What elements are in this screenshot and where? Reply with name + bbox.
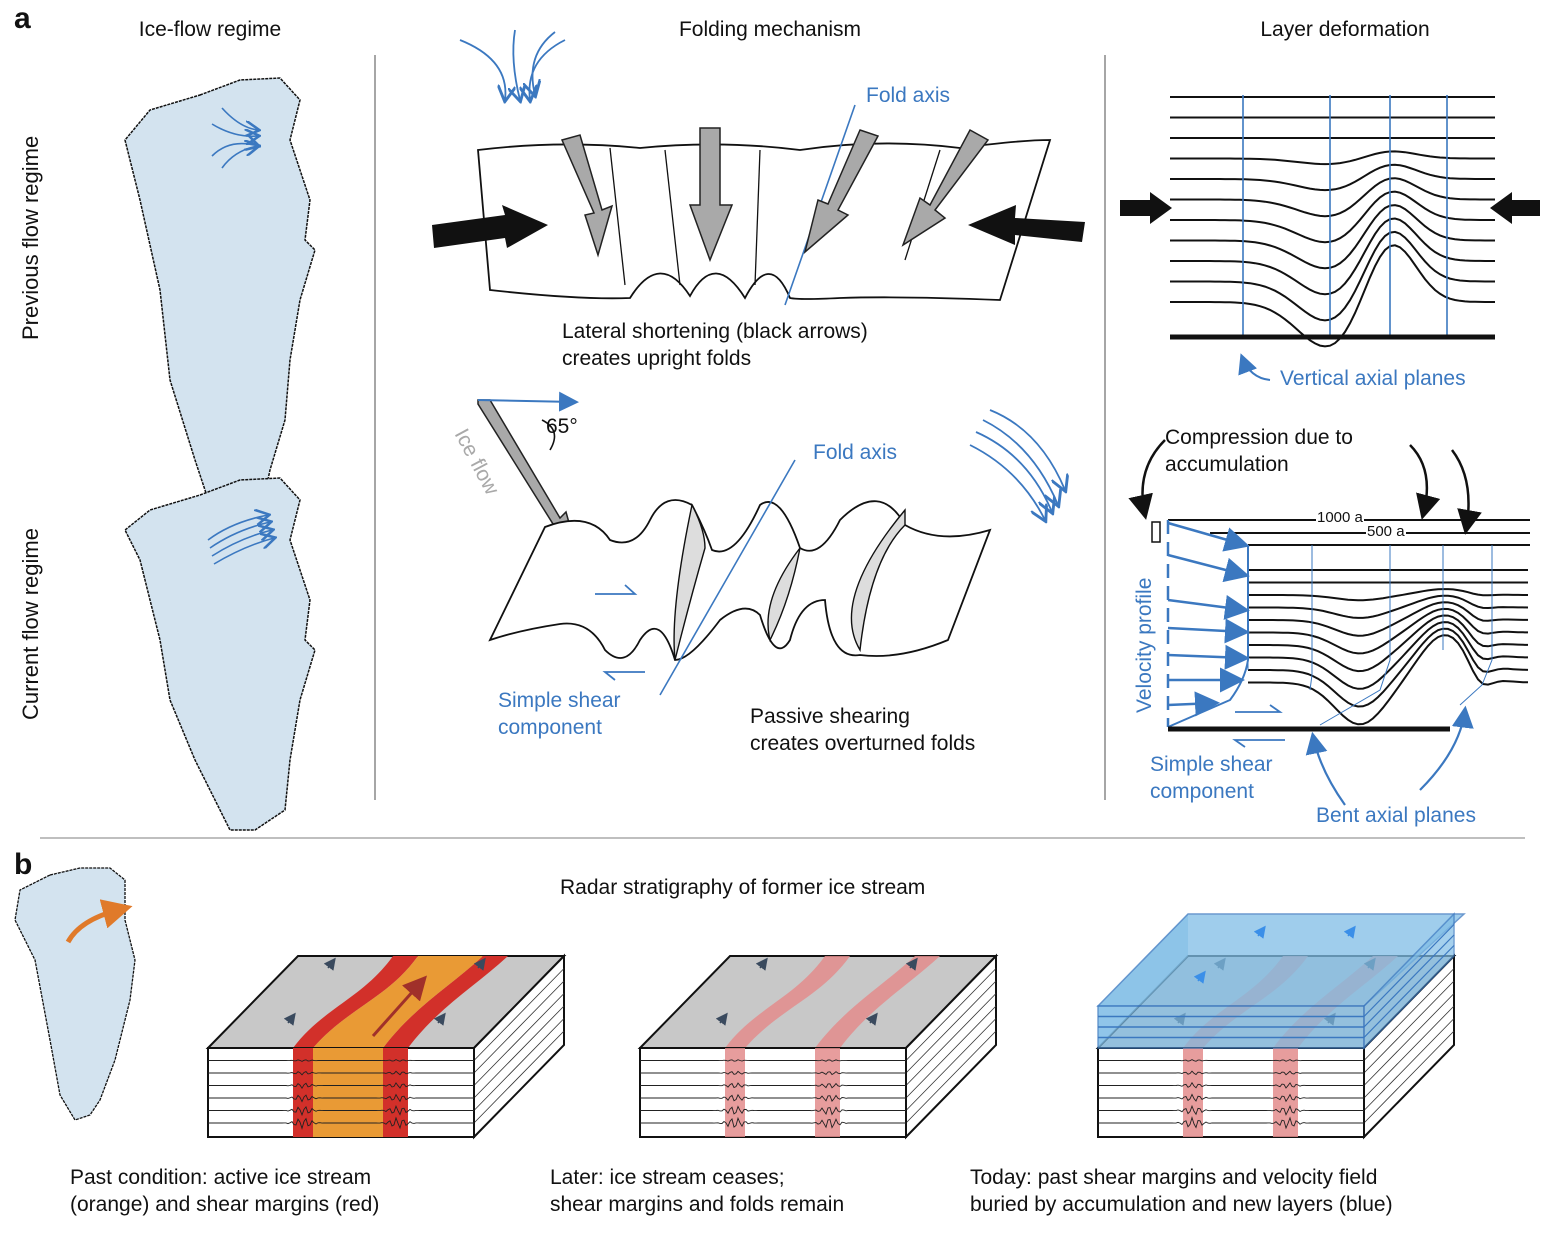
layer-line [1248, 614, 1529, 673]
layer-line [1170, 150, 1495, 166]
ice-stream-arrow-icon [65, 899, 133, 944]
greenland-map-b [14, 867, 136, 1121]
block-past [205, 953, 567, 1140]
age-1000-label: 1000 a [1316, 509, 1364, 526]
caption-later: Later: ice stream ceases; shear margins … [550, 1166, 845, 1216]
flow-arrows-converging-icon [211, 107, 258, 169]
layer-line [1170, 177, 1495, 218]
age-500-label: 500 a [1366, 523, 1406, 540]
block-today [1095, 912, 1466, 1140]
curved-flow-arrows-icon [969, 409, 1065, 520]
column-title-layer-deformation: Layer deformation [1260, 18, 1430, 41]
greenland-map-previous [124, 77, 316, 562]
overturned-fold-caption: Passive shearing creates overturned fold… [750, 705, 976, 755]
caption-past: Past condition: active ice stream (orang… [70, 1166, 380, 1216]
flow-arrows-parallel-icon [207, 515, 274, 565]
row-label-previous: Previous flow regime [18, 135, 43, 340]
greenland-map-current [124, 477, 316, 831]
converging-flow-icon [459, 29, 566, 100]
angle-label: 65° [546, 415, 578, 438]
caption-today: Today: past shear margins and velocity f… [970, 1166, 1393, 1216]
layer-line [1248, 594, 1529, 619]
velocity-profile-arrows-icon [1167, 521, 1250, 728]
panel-label-a: a [14, 2, 31, 35]
layer-line [1248, 601, 1528, 637]
velocity-profile-label: Velocity profile [1133, 577, 1156, 713]
layer-line [1170, 230, 1495, 322]
shear-arrows-icon [595, 584, 645, 681]
layer-line [1248, 588, 1528, 602]
compression-label: Compression due to accumulation [1165, 426, 1353, 476]
column-title-ice-flow-regime: Ice-flow regime [138, 18, 282, 41]
row-label-current: Current flow regime [18, 528, 43, 720]
fold-axis-line-lower [659, 459, 796, 696]
simple-shear-label-folding: Simple shear component [498, 689, 621, 739]
black-compression-arrows-icon [432, 205, 1085, 248]
overturned-fold-block [477, 391, 1065, 696]
layer-line [1170, 244, 1495, 348]
bent-layers-diagram [1128, 439, 1530, 806]
fold-axis-label-lower: Fold axis [813, 441, 898, 464]
upright-fold-block [432, 29, 1085, 306]
bent-axial-planes-label: Bent axial planes [1316, 804, 1476, 827]
fold-axis-label-upper: Fold axis [866, 84, 951, 107]
layer-line [1248, 634, 1529, 726]
upright-layers-diagram [1120, 95, 1540, 381]
vertical-axial-planes-label: Vertical axial planes [1280, 367, 1466, 390]
simple-shear-label-layers: Simple shear component [1150, 753, 1273, 803]
layer-line [1170, 163, 1495, 192]
layer-line [1248, 627, 1529, 708]
column-title-folding-mechanism: Folding mechanism [678, 18, 862, 41]
layer-line [1170, 204, 1495, 270]
layer-line [1248, 607, 1529, 655]
panel-label-b: b [14, 848, 33, 881]
panel-b-title: Radar stratigraphy of former ice stream [560, 876, 926, 899]
gray-arrows-icon [560, 127, 990, 263]
block-later [637, 953, 999, 1140]
upright-fold-caption: Lateral shortening (black arrows) create… [562, 320, 868, 370]
layer-line [1170, 190, 1495, 244]
layer-line [1170, 217, 1495, 296]
layer-line [1248, 621, 1529, 690]
